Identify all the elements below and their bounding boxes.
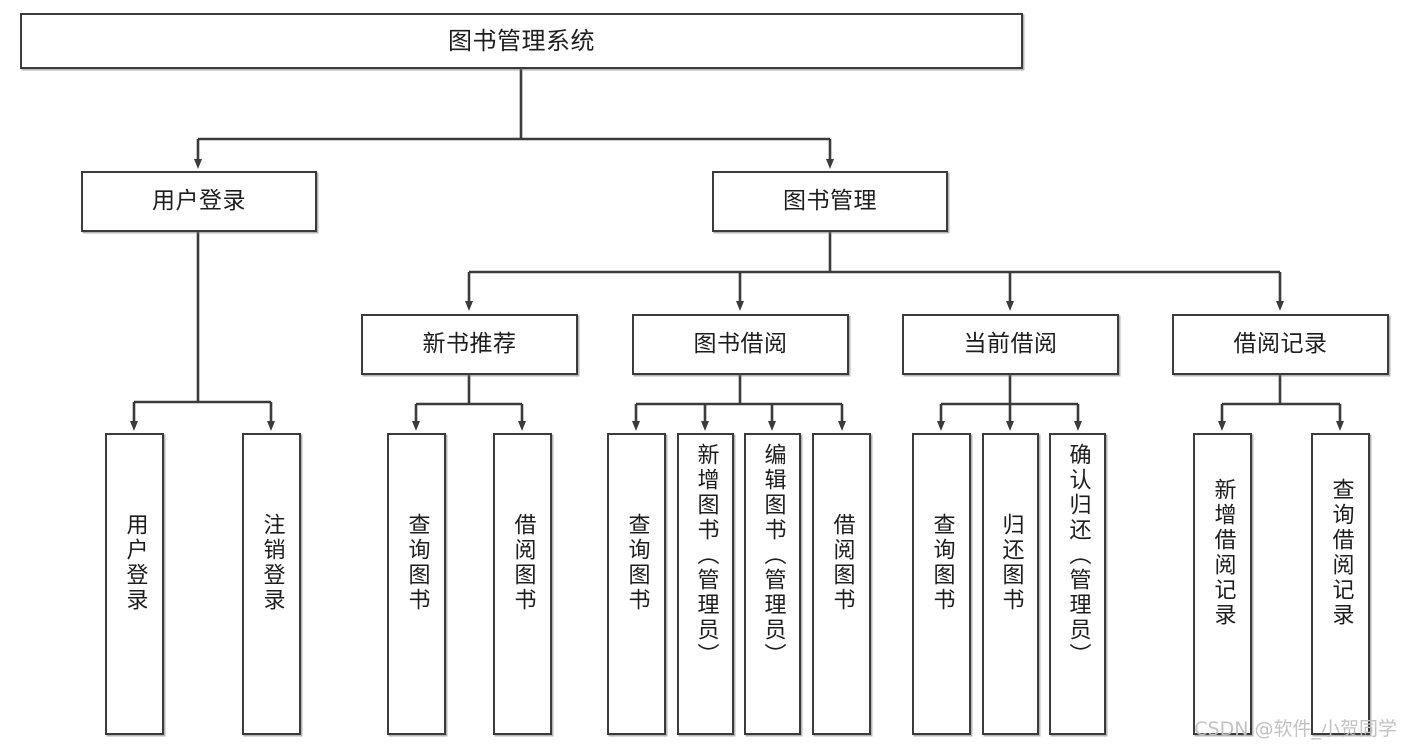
leaf-label: 借阅图书	[829, 513, 855, 613]
leaf-label: 确认归还（管理员）	[1065, 443, 1091, 668]
leaf-label: 注销登录	[259, 513, 285, 613]
leaf-label: 查询图书	[929, 513, 955, 613]
node-current-borrow-label: 当前借阅	[963, 330, 1058, 357]
node-book-borrow[interactable]: 图书借阅	[632, 314, 849, 375]
leaf-user-login-logout[interactable]: 注销登录	[242, 433, 301, 735]
leaf-current-query-book[interactable]: 查询图书	[912, 433, 971, 735]
leaf-new-book-borrow[interactable]: 借阅图书	[493, 433, 552, 735]
node-new-book-recommend[interactable]: 新书推荐	[361, 314, 578, 375]
leaf-label: 归还图书	[998, 513, 1024, 613]
leaf-new-book-query[interactable]: 查询图书	[387, 433, 446, 735]
leaf-label: 借阅图书	[510, 513, 536, 613]
leaf-label: 新增图书（管理员）	[693, 443, 719, 668]
node-book-management-label: 图书管理	[783, 187, 877, 214]
node-book-management[interactable]: 图书管理	[712, 171, 948, 232]
node-borrow-record-label: 借阅记录	[1233, 330, 1328, 357]
leaf-borrow-borrow-book[interactable]: 借阅图书	[812, 433, 871, 735]
leaf-label: 编辑图书（管理员）	[760, 443, 786, 668]
leaf-label: 查询图书	[404, 513, 430, 613]
node-root[interactable]: 图书管理系统	[20, 13, 1023, 69]
leaf-current-return-book[interactable]: 归还图书	[982, 433, 1039, 735]
leaf-current-confirm-return[interactable]: 确认归还（管理员）	[1049, 433, 1106, 735]
node-user-login-label: 用户登录	[152, 187, 246, 214]
node-root-label: 图书管理系统	[448, 26, 595, 55]
leaf-record-add-record[interactable]: 新增借阅记录	[1193, 433, 1252, 735]
node-current-borrow[interactable]: 当前借阅	[902, 314, 1119, 375]
leaf-label: 查询图书	[624, 513, 650, 613]
leaf-label: 查询借阅记录	[1328, 478, 1354, 628]
watermark-text: CSDN @软件_小贺同学	[1194, 718, 1397, 740]
node-new-book-recommend-label: 新书推荐	[422, 330, 517, 357]
leaf-borrow-query-book[interactable]: 查询图书	[607, 433, 666, 735]
leaf-borrow-edit-book[interactable]: 编辑图书（管理员）	[744, 433, 801, 735]
leaf-borrow-add-book[interactable]: 新增图书（管理员）	[677, 433, 734, 735]
node-user-login[interactable]: 用户登录	[81, 171, 317, 232]
leaf-label: 新增借阅记录	[1210, 478, 1236, 628]
leaf-label: 用户登录	[122, 513, 148, 613]
leaf-record-query-record[interactable]: 查询借阅记录	[1311, 433, 1370, 735]
node-borrow-record[interactable]: 借阅记录	[1172, 314, 1389, 375]
leaf-user-login-login[interactable]: 用户登录	[105, 433, 164, 735]
node-book-borrow-label: 图书借阅	[693, 330, 788, 357]
